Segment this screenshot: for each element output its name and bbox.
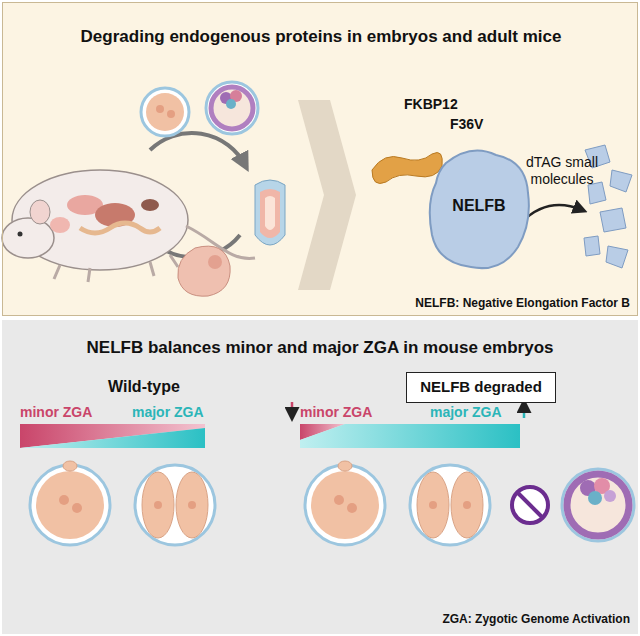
protein-blob: NELFB (426, 143, 532, 273)
mutation-label: F36V (450, 116, 483, 132)
tag-label: FKBP12 (404, 96, 458, 112)
footnote: NELFB: Negative Elongation Factor B (415, 296, 630, 310)
box-label: NELFB degraded (407, 373, 555, 400)
gradient-label: major ZGA (132, 404, 204, 420)
bottom-panel: NELFB balances minor and major ZGA in mo… (2, 320, 638, 634)
gradient-label: major ZGA (430, 404, 502, 420)
gradient-label: minor ZGA (20, 404, 92, 420)
footnote: ZGA: Zygotic Genome Activation (442, 612, 630, 626)
panel-heading: NELFB balances minor and major ZGA in mo… (2, 338, 638, 358)
protein-name: NELFB (426, 197, 532, 215)
condition-label: Wild-type (108, 378, 180, 396)
panel-heading: Degrading endogenous proteins in embryos… (3, 27, 639, 47)
gradient-label: minor ZGA (300, 404, 372, 420)
reagent-label: dTAG small molecules (520, 154, 604, 188)
condition-box: NELFB degraded (406, 372, 556, 403)
